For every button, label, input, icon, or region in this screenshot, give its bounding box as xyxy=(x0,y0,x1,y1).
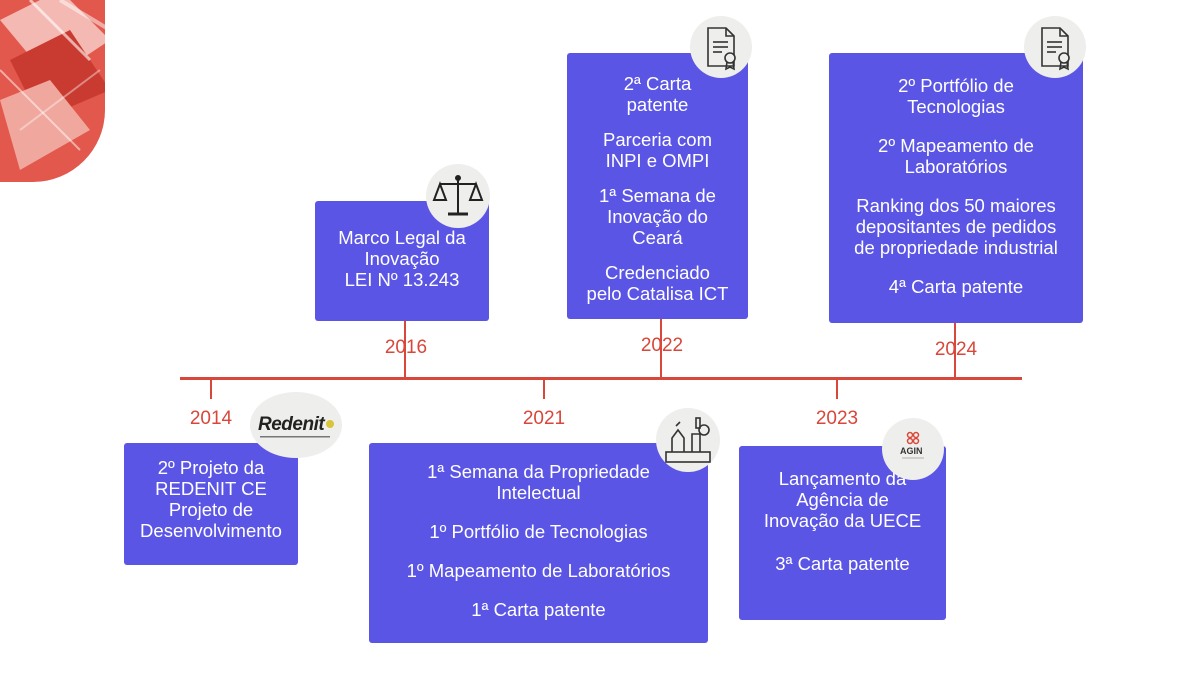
event-text: 2º Mapeamento de Laboratórios xyxy=(878,135,1034,177)
laboratory-icon xyxy=(656,408,720,472)
event-card-2014: 2º Projeto da REDENIT CE Projeto de Dese… xyxy=(124,443,298,565)
certificate-document-icon xyxy=(690,16,752,78)
event-text: 3ª Carta patente xyxy=(775,553,910,574)
event-text: Ranking dos 50 maiores depositantes de p… xyxy=(854,195,1058,258)
scales-of-justice-icon xyxy=(426,164,490,228)
year-label-2016: 2016 xyxy=(384,337,428,358)
event-text: 1ª Carta patente xyxy=(471,599,606,620)
event-card-2021: 1ª Semana da Propriedade Intelectual 1º … xyxy=(369,443,708,643)
event-text: 1ª Semana da Propriedade Intelectual xyxy=(427,461,650,503)
agin-logo-icon: AGIN xyxy=(882,418,944,480)
year-label-2024: 2024 xyxy=(934,339,978,360)
certificate-document-icon xyxy=(1024,16,1086,78)
event-card-2024: 2º Portfólio de Tecnologias 2º Mapeament… xyxy=(829,53,1083,323)
timeline-tick xyxy=(836,379,838,399)
event-text: 2º Projeto da REDENIT CE Projeto de Dese… xyxy=(140,457,282,541)
year-label-2023: 2023 xyxy=(815,408,859,429)
year-label-2021: 2021 xyxy=(522,408,566,429)
event-text: Parceria com INPI e OMPI xyxy=(603,129,712,171)
timeline-tick xyxy=(404,320,406,378)
timeline-tick xyxy=(660,318,662,378)
event-card-2022: 2ª Carta patente Parceria com INPI e OMP… xyxy=(567,53,748,319)
event-text: Lançamento da Agência de Inovação da UEC… xyxy=(763,468,922,531)
year-label-2022: 2022 xyxy=(640,335,684,356)
event-text: 1ª Semana de Inovação do Ceará xyxy=(599,185,716,248)
event-text: 1º Mapeamento de Laboratórios xyxy=(406,560,671,581)
redenit-logo-icon: Redenit xyxy=(250,392,342,458)
event-text: 1º Portfólio de Tecnologias xyxy=(429,521,648,542)
corner-decorative-art xyxy=(0,0,105,182)
year-label-2014: 2014 xyxy=(189,408,233,429)
timeline-axis xyxy=(180,377,1022,380)
timeline-tick xyxy=(543,379,545,399)
timeline-tick xyxy=(954,322,956,378)
logo-wordmark: Redenit xyxy=(258,414,325,435)
event-text: Credenciado pelo Catalisa ICT xyxy=(586,262,729,304)
event-card-2023: Lançamento da Agência de Inovação da UEC… xyxy=(739,446,946,620)
logo-wordmark: AGIN xyxy=(900,446,923,456)
event-text: 2º Portfólio de Tecnologias xyxy=(898,75,1014,117)
timeline-tick xyxy=(210,379,212,399)
event-text: 4ª Carta patente xyxy=(888,276,1024,297)
event-text: Marco Legal da Inovação LEI Nº 13.243 xyxy=(338,227,466,290)
event-text: 2ª Carta patente xyxy=(623,73,692,115)
